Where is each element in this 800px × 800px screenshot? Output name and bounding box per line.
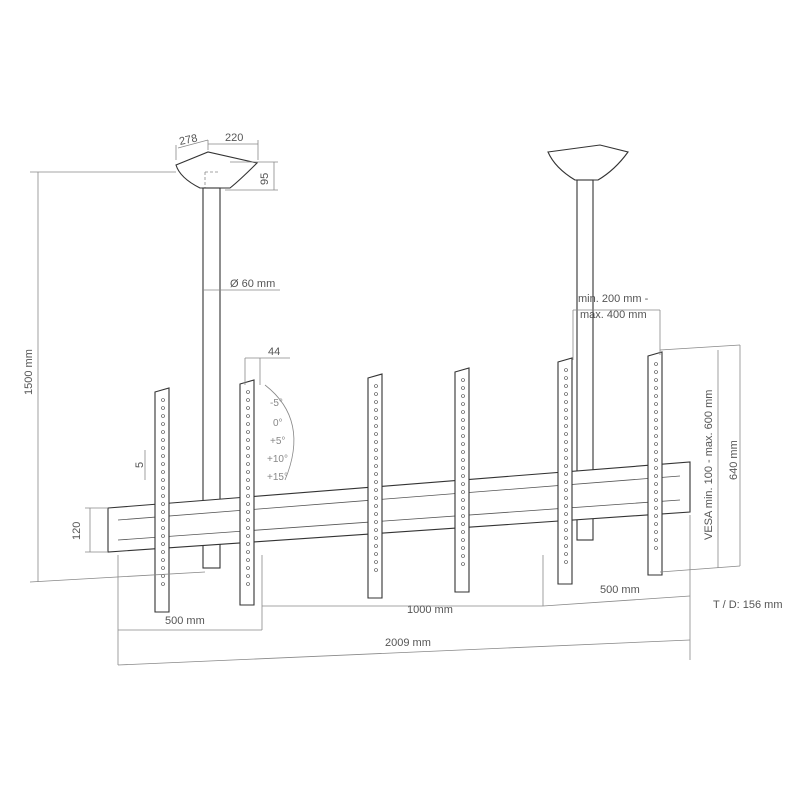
bracket [154, 387, 170, 613]
cap-width-label: 220 [225, 132, 243, 144]
tilt-angle-label: +15° [267, 472, 288, 483]
bracket [557, 357, 573, 585]
horizontal-rail [107, 461, 691, 553]
bracket [239, 379, 255, 606]
rail-height-label: 120 [71, 522, 83, 540]
right-spacing-label: 500 mm [600, 584, 640, 596]
bracket-height-label: 640 mm [728, 440, 740, 480]
shift-label: 5 [134, 462, 146, 468]
tilt-angle-label: 0° [273, 418, 283, 429]
vertical-brackets [154, 351, 663, 613]
bracket [454, 367, 470, 593]
left-spacing-label: 500 mm [165, 615, 205, 627]
dimension-lines [29, 139, 741, 666]
bracket-width-label: 44 [268, 346, 280, 358]
left-ceiling-pole [175, 151, 259, 569]
bracket [647, 351, 663, 576]
total-width-label: 2009 mm [385, 637, 431, 649]
bracket-spacing-label-2: max. 400 mm [580, 309, 647, 321]
cap-depth-label: 278 [178, 132, 198, 148]
tilt-angle-label: +5° [270, 436, 285, 447]
vesa-label: VESA min. 100 - max. 600 mm [703, 390, 715, 540]
total-height-label: 1500 mm [23, 349, 35, 395]
bracket-spacing-label-1: min. 200 mm - [578, 293, 649, 305]
depth-label: T / D: 156 mm [713, 599, 782, 611]
tilt-angle-label: +10° [267, 454, 288, 465]
bracket [367, 373, 383, 599]
cap-height-label: 95 [259, 173, 271, 185]
middle-spacing-label: 1000 mm [407, 604, 453, 616]
right-ceiling-pole [547, 144, 629, 541]
tilt-angle-label: -5° [270, 398, 283, 409]
pole-diameter-label: Ø 60 mm [230, 278, 275, 290]
